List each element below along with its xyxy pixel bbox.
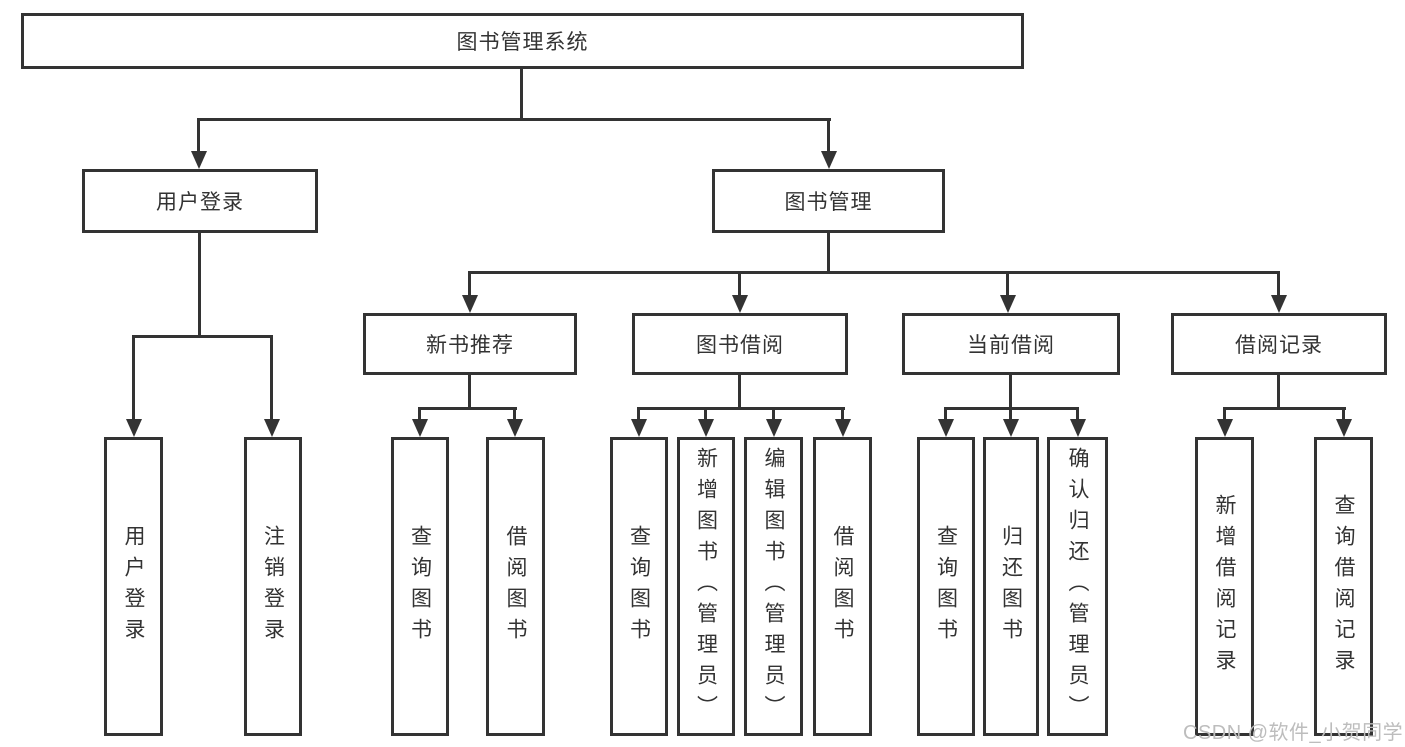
edge-stem-leaf [418, 407, 421, 422]
edge-stem-leaf [841, 407, 844, 422]
node-current-borrowing: 当前借阅 [902, 313, 1120, 375]
edge-login-drop [198, 233, 201, 338]
csdn-watermark: CSDN @软件_小贺同学 [1183, 722, 1404, 744]
node-label: 图书借阅 [696, 334, 784, 357]
arrow-down-icon [462, 295, 478, 313]
node-label: 借阅记录 [1235, 334, 1323, 357]
node-label: 借阅图书 [504, 524, 527, 649]
arrow-down-icon [1336, 419, 1352, 437]
arrow-down-icon [1000, 295, 1016, 313]
arrow-down-icon [1070, 419, 1086, 437]
arrow-down-icon [766, 419, 782, 437]
edge-stem-leaf [132, 335, 135, 423]
edge-stem-leaf [704, 407, 707, 422]
edge-records-split [1223, 407, 1346, 410]
edge-records-drop [1277, 375, 1280, 409]
node-borrowing-records: 借阅记录 [1171, 313, 1387, 375]
leaf-logout: 注销登录 [244, 437, 302, 736]
edge-stem-book-mgmt [827, 118, 830, 153]
arrow-down-icon [507, 419, 523, 437]
leaf-borrow-edit-books-admin: 编辑图书（管理员） [744, 437, 803, 736]
node-user-login: 用户登录 [82, 169, 318, 233]
edge-stem-leaf [944, 407, 947, 422]
arrow-down-icon [412, 419, 428, 437]
node-label: 查询图书 [934, 524, 958, 649]
node-label: 图书管理 [784, 191, 873, 214]
leaf-user-login: 用户登录 [104, 437, 163, 736]
arrow-down-icon [698, 419, 714, 437]
edge-stem-user-login [197, 118, 200, 153]
node-label: 当前借阅 [967, 334, 1055, 357]
edge-stem-leaf [1342, 407, 1345, 422]
arrow-down-icon [126, 419, 142, 437]
node-label: 图书管理系统 [456, 31, 589, 54]
edge-stem-new-books [468, 271, 471, 298]
edge-stem-leaf [270, 335, 273, 423]
arrow-down-icon [631, 419, 647, 437]
leaf-newbook-query-books: 查询图书 [391, 437, 449, 736]
leaf-borrow-query-books: 查询图书 [610, 437, 668, 736]
node-label: 新书推荐 [426, 334, 514, 357]
arrow-down-icon [1003, 419, 1019, 437]
edge-stem-borrow-records [1277, 271, 1280, 298]
edge-mgmt-drop [827, 233, 830, 274]
leaf-current-confirm-return-admin: 确认归还（管理员） [1047, 437, 1108, 736]
arrow-down-icon [264, 419, 280, 437]
leaf-current-return-books: 归还图书 [983, 437, 1039, 736]
arrow-down-icon [938, 419, 954, 437]
leaf-borrow-add-books-admin: 新增图书（管理员） [677, 437, 735, 736]
leaf-current-query-books: 查询图书 [917, 437, 975, 736]
edge-current-drop [1009, 375, 1012, 409]
arrow-down-icon [1271, 295, 1287, 313]
node-label: 用户登录 [122, 524, 145, 649]
node-new-book-recommend: 新书推荐 [363, 313, 577, 375]
leaf-borrow-borrow-books: 借阅图书 [813, 437, 872, 736]
node-book-borrowing: 图书借阅 [632, 313, 848, 375]
edge-stem-leaf [637, 407, 640, 422]
edge-stem-leaf [1076, 407, 1079, 422]
node-label: 归还图书 [999, 524, 1023, 649]
edge-stem-leaf [772, 407, 775, 422]
arrow-down-icon [821, 151, 837, 169]
edge-stem-leaf [1009, 407, 1012, 422]
leaf-records-add-record: 新增借阅记录 [1195, 437, 1254, 736]
edge-root-drop [520, 69, 523, 118]
edge-mgmt-split [468, 271, 1280, 274]
arrow-down-icon [732, 295, 748, 313]
edge-newbook-split [418, 407, 517, 410]
node-label: 注销登录 [261, 524, 285, 649]
node-label: 确认归还（管理员） [1066, 447, 1089, 726]
edge-stem-book-borrow [738, 271, 741, 298]
edge-newbook-drop [468, 375, 471, 409]
edge-root-split [197, 118, 831, 121]
edge-stem-leaf [1223, 407, 1226, 422]
edge-login-split [132, 335, 273, 338]
arrow-down-icon [191, 151, 207, 169]
node-label: 新增借阅记录 [1213, 493, 1236, 680]
leaf-newbook-borrow-books: 借阅图书 [486, 437, 545, 736]
arrow-down-icon [835, 419, 851, 437]
node-label: 用户登录 [156, 191, 244, 214]
node-label: 借阅图书 [831, 524, 854, 649]
node-label: 查询借阅记录 [1332, 493, 1355, 680]
edge-stem-leaf [513, 407, 516, 422]
edge-stem-current-borrow [1006, 271, 1009, 298]
edge-borrow-drop [738, 375, 741, 409]
node-book-management: 图书管理 [712, 169, 945, 233]
node-root-system: 图书管理系统 [21, 13, 1024, 69]
arrow-down-icon [1217, 419, 1233, 437]
edge-borrow-split [637, 407, 845, 410]
node-label: 新增图书（管理员） [694, 447, 718, 726]
node-label: 查询图书 [627, 524, 651, 649]
node-label: 编辑图书（管理员） [762, 447, 785, 726]
leaf-records-query-record: 查询借阅记录 [1314, 437, 1373, 736]
node-label: 查询图书 [408, 524, 432, 649]
